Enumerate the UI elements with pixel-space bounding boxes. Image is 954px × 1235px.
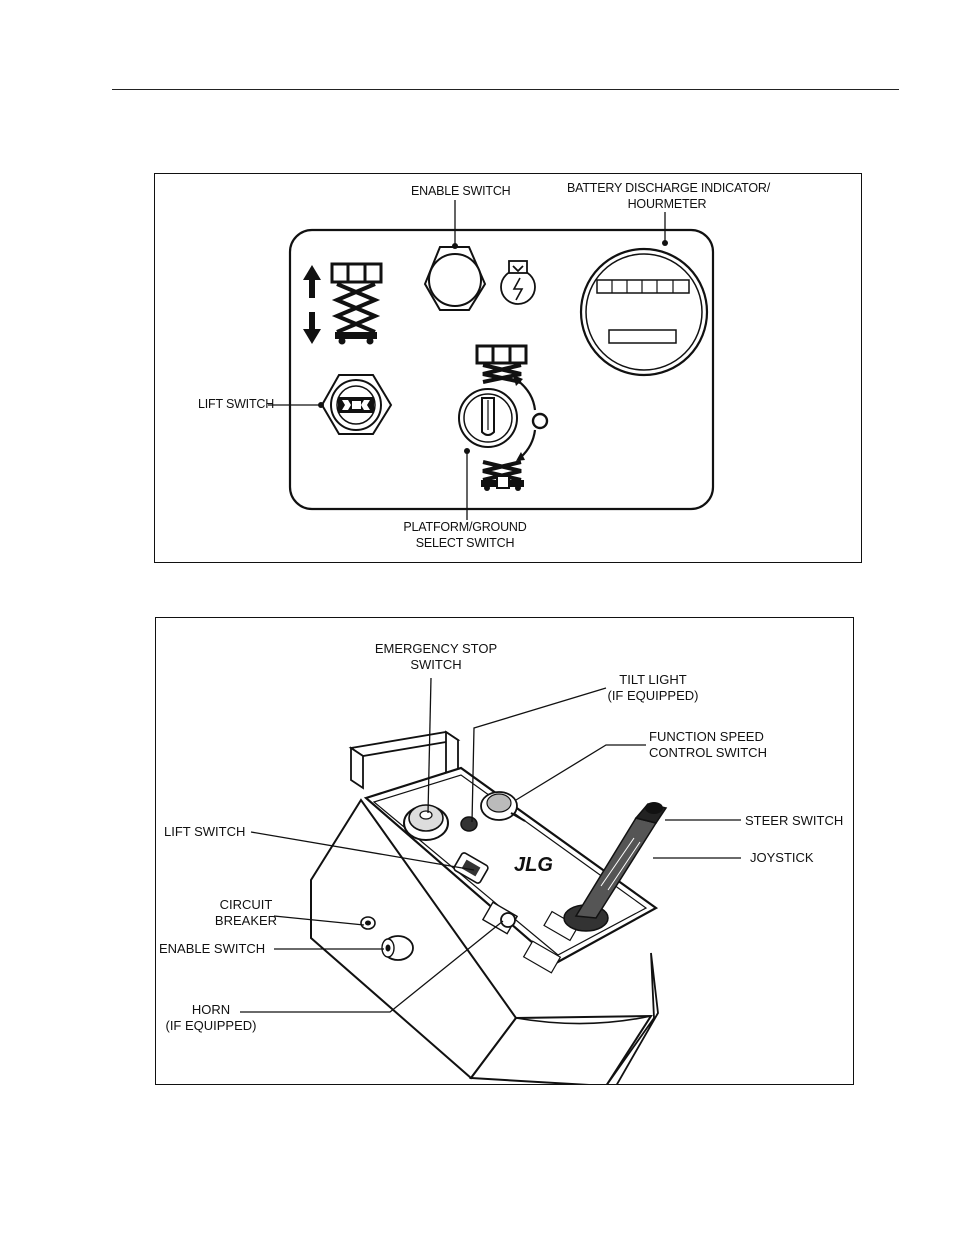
tilt-light-label-line2: (IF EQUIPPED) — [598, 688, 708, 704]
horn-label: HORN (IF EQUIPPED) — [161, 1002, 261, 1034]
tilt-light-label-line1: TILT LIGHT — [598, 672, 708, 688]
battery-indicator-label-line2: HOURMETER — [567, 196, 767, 212]
joystick-label: JOYSTICK — [750, 850, 814, 866]
circuit-breaker — [361, 917, 375, 929]
circuit-breaker-label-line2: BREAKER — [211, 913, 281, 929]
ground-control-panel-drawing — [155, 174, 861, 562]
function-speed-control-knob — [481, 792, 525, 821]
horn-label-line1: HORN — [161, 1002, 261, 1018]
emergency-stop-label: EMERGENCY STOP SWITCH — [361, 641, 511, 673]
steer-switch-label: STEER SWITCH — [745, 813, 843, 829]
function-speed-label: FUNCTION SPEED CONTROL SWITCH — [649, 729, 767, 761]
emergency-stop-knob — [404, 805, 448, 840]
jlg-logo: JLG — [514, 854, 553, 876]
emergency-stop-label-line1: EMERGENCY STOP — [361, 641, 511, 657]
enable-switch-label: ENABLE SWITCH — [411, 183, 511, 199]
enable-switch-label: ENABLE SWITCH — [159, 941, 265, 957]
lift-switch-label: LIFT SWITCH — [164, 824, 245, 840]
battery-indicator-label: BATTERY DISCHARGE INDICATOR/ HOURMETER — [567, 180, 767, 212]
tilt-light-label: TILT LIGHT (IF EQUIPPED) — [598, 672, 708, 704]
ground-control-panel-figure: ENABLE SWITCH BATTERY DISCHARGE INDICATO… — [154, 173, 862, 563]
platform-ground-label-line1: PLATFORM/GROUND — [395, 519, 535, 535]
header-rule — [112, 89, 899, 90]
tilt-light — [461, 817, 477, 831]
platform-ground-select-label: PLATFORM/GROUND SELECT SWITCH — [395, 519, 535, 551]
function-speed-label-line1: FUNCTION SPEED — [649, 729, 767, 745]
battery-indicator-hourmeter-gauge — [581, 249, 707, 375]
platform-control-box-figure: JLG — [155, 617, 854, 1085]
platform-ground-select-switch-hardware — [459, 389, 517, 447]
platform-ground-label-line2: SELECT SWITCH — [395, 535, 535, 551]
horn-label-line2: (IF EQUIPPED) — [161, 1018, 261, 1034]
emergency-stop-label-line2: SWITCH — [361, 657, 511, 673]
circuit-breaker-label-line1: CIRCUIT — [211, 897, 281, 913]
function-speed-label-line2: CONTROL SWITCH — [649, 745, 767, 761]
battery-indicator-label-line1: BATTERY DISCHARGE INDICATOR/ — [567, 180, 767, 196]
enable-switch-side — [382, 936, 413, 960]
lift-switch-label: LIFT SWITCH — [198, 396, 274, 412]
circuit-breaker-label: CIRCUIT BREAKER — [211, 897, 281, 929]
